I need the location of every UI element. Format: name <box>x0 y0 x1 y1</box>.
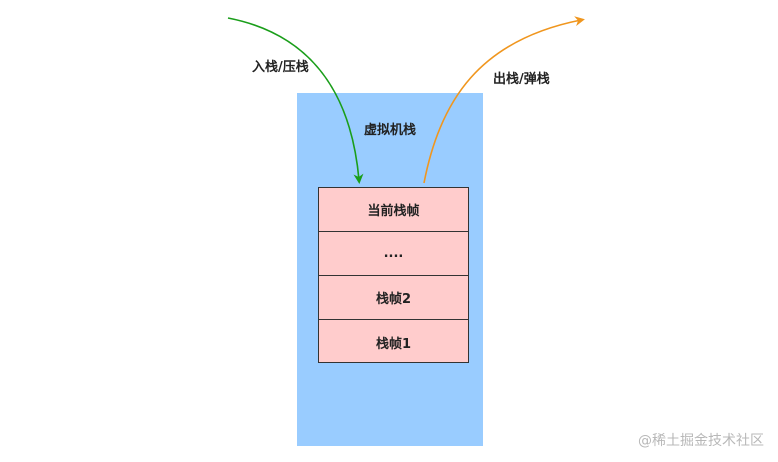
watermark: @稀土掘金技术社区 <box>638 433 764 449</box>
pop-arrow <box>423 16 585 184</box>
vm-stack-label: 虚拟机栈 <box>363 123 416 138</box>
frame-1: 栈帧1 <box>375 336 412 352</box>
stack-frames: 当前栈帧 .... 栈帧2 栈帧1 <box>318 187 469 363</box>
frame-current: 当前栈帧 <box>319 188 468 232</box>
pop-label: 出栈/弹栈 <box>493 72 550 87</box>
frame-2: 栈帧2 <box>319 276 468 320</box>
push-label: 入栈/压栈 <box>252 60 309 75</box>
push-arrow <box>227 17 364 184</box>
frame-ellipsis: .... <box>319 232 468 276</box>
